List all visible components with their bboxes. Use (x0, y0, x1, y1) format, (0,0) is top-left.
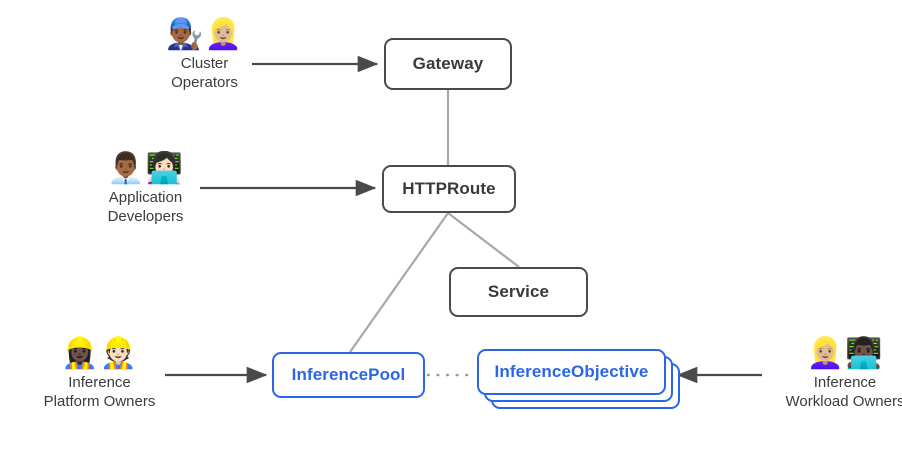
node-httproute-label: HTTPRoute (402, 179, 496, 198)
node-gateway-label: Gateway (412, 54, 484, 73)
node-service[interactable]: Service (449, 267, 588, 317)
node-inferencepool-label: InferencePool (291, 365, 406, 384)
cluster-operators-icon: 👨🏾‍🔧👱🏼‍♀️ (166, 17, 243, 52)
node-inferencepool[interactable]: InferencePool (272, 352, 425, 398)
node-httproute[interactable]: HTTPRoute (382, 165, 516, 213)
inference-workload-owners-label: Inference Workload Owners (785, 374, 902, 410)
application-developers-icon: 👨🏾‍💼👩🏻‍💻 (107, 151, 184, 186)
persona-application-developers: 👨🏾‍💼👩🏻‍💻 Application Developers (88, 152, 203, 226)
persona-cluster-operators: 👨🏾‍🔧👱🏼‍♀️ Cluster Operators (152, 18, 257, 92)
application-developers-label: Application Developers (107, 189, 184, 225)
node-gateway[interactable]: Gateway (384, 38, 512, 90)
edge-httproute-to-inferencepool (349, 212, 449, 353)
cluster-operators-label: Cluster Operators (171, 55, 238, 91)
persona-inference-workload-owners: 👱🏼‍♀️👨🏿‍💻 Inference Workload Owners (770, 337, 902, 411)
persona-inference-platform-owners: 👷🏿‍♀️👷🏻 Inference Platform Owners (27, 337, 172, 411)
inference-platform-owners-label: Inference Platform Owners (43, 374, 156, 410)
node-inferenceobjective-stack[interactable]: InferenceObjective (477, 349, 680, 409)
node-inferenceobjective[interactable]: InferenceObjective (477, 349, 666, 395)
node-service-label: Service (487, 282, 550, 301)
node-inferenceobjective-label: InferenceObjective (494, 362, 649, 381)
edge-httproute-to-service (447, 212, 520, 268)
inference-platform-owners-icon: 👷🏿‍♀️👷🏻 (61, 336, 138, 371)
inference-workload-owners-icon: 👱🏼‍♀️👨🏿‍💻 (806, 336, 884, 371)
